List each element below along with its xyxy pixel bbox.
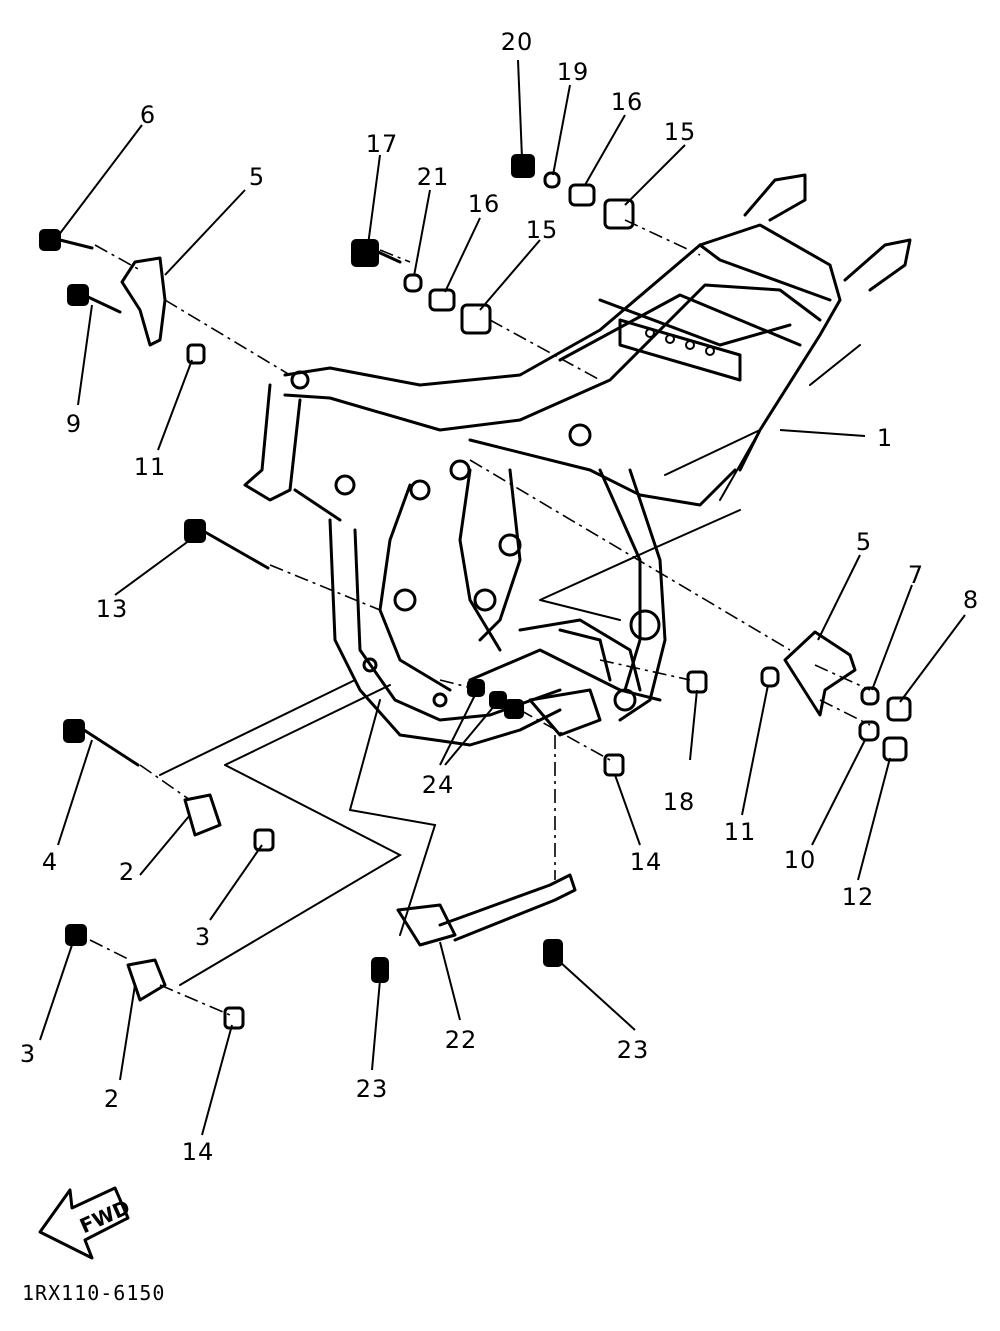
assembly-lines	[89, 219, 871, 1016]
bolt-23-right	[543, 939, 563, 967]
callout-9: 9	[66, 410, 82, 438]
callout-11-left: 11	[134, 453, 167, 481]
callout-6: 6	[140, 101, 156, 129]
bolt-3-lower	[65, 924, 87, 946]
bolt-9	[67, 284, 122, 314]
callout-20: 20	[501, 28, 534, 56]
callout-23-left: 23	[356, 1075, 389, 1103]
callout-13: 13	[96, 595, 129, 623]
nut-14-upper	[603, 753, 625, 777]
bracket-5-left	[120, 256, 167, 347]
callout-8: 8	[963, 586, 979, 614]
collar-16-lower	[428, 288, 456, 312]
callout-18: 18	[663, 788, 696, 816]
callout-5-right: 5	[856, 528, 872, 556]
bush-15-upper	[603, 198, 635, 230]
nut-14-lower	[223, 1006, 245, 1030]
nut-3-upper	[253, 828, 275, 852]
bolt-13	[184, 519, 270, 570]
washer-7	[860, 686, 880, 706]
hardware	[39, 154, 912, 1030]
bracket-2-lower	[126, 958, 167, 1002]
nut-20	[511, 154, 535, 178]
callout-22: 22	[445, 1026, 478, 1054]
bracket-5-right	[783, 630, 857, 717]
bracket-2-upper	[183, 793, 222, 837]
callout-3-lower: 3	[20, 1040, 36, 1068]
stay-22	[396, 873, 577, 947]
nut-18	[686, 670, 708, 694]
callout-21: 21	[417, 163, 450, 191]
callout-1: 1	[877, 424, 893, 452]
callout-10: 10	[784, 846, 817, 874]
callout-15-lower: 15	[526, 216, 559, 244]
callout-2-lower: 2	[104, 1085, 120, 1113]
leader-lines	[39, 59, 966, 1136]
callout-7: 7	[908, 561, 924, 589]
callout-5-left: 5	[249, 163, 265, 191]
callout-19: 19	[557, 58, 590, 86]
callout-24: 24	[422, 771, 455, 799]
bolt-17	[351, 239, 402, 267]
washer-21	[403, 273, 423, 293]
bolt-23-left	[371, 957, 389, 983]
nut-11-right	[760, 666, 780, 688]
callout-17: 17	[366, 130, 399, 158]
washer-19	[543, 171, 561, 189]
nut-11-left	[186, 343, 206, 365]
callout-labels: 1 2 2 3 3 4 5 5 6 7 8 9 10 11 11 12 13 1…	[20, 28, 979, 1166]
callout-4: 4	[42, 848, 58, 876]
callout-11-right: 11	[724, 818, 757, 846]
callout-14-lower: 14	[182, 1138, 215, 1166]
drawing-code: 1RX110-6150	[22, 1281, 165, 1305]
main-frame	[243, 173, 912, 747]
washer-10	[858, 720, 880, 742]
nut-12	[882, 736, 908, 762]
callout-12: 12	[842, 883, 875, 911]
callout-16-upper: 16	[611, 88, 644, 116]
fwd-arrow-icon: FWD	[38, 1186, 134, 1260]
collar-16-upper	[568, 183, 596, 207]
nut-8	[886, 696, 912, 722]
callout-14-upper: 14	[630, 848, 663, 876]
callout-23-right: 23	[617, 1036, 650, 1064]
bolt-4	[63, 719, 140, 767]
bolt-24	[467, 679, 524, 719]
bolt-6	[39, 229, 94, 251]
callout-3-upper: 3	[195, 923, 211, 951]
bush-15-lower	[460, 303, 492, 335]
callout-16-lower: 16	[468, 190, 501, 218]
callout-15-upper: 15	[664, 118, 697, 146]
callout-2-upper: 2	[119, 858, 135, 886]
